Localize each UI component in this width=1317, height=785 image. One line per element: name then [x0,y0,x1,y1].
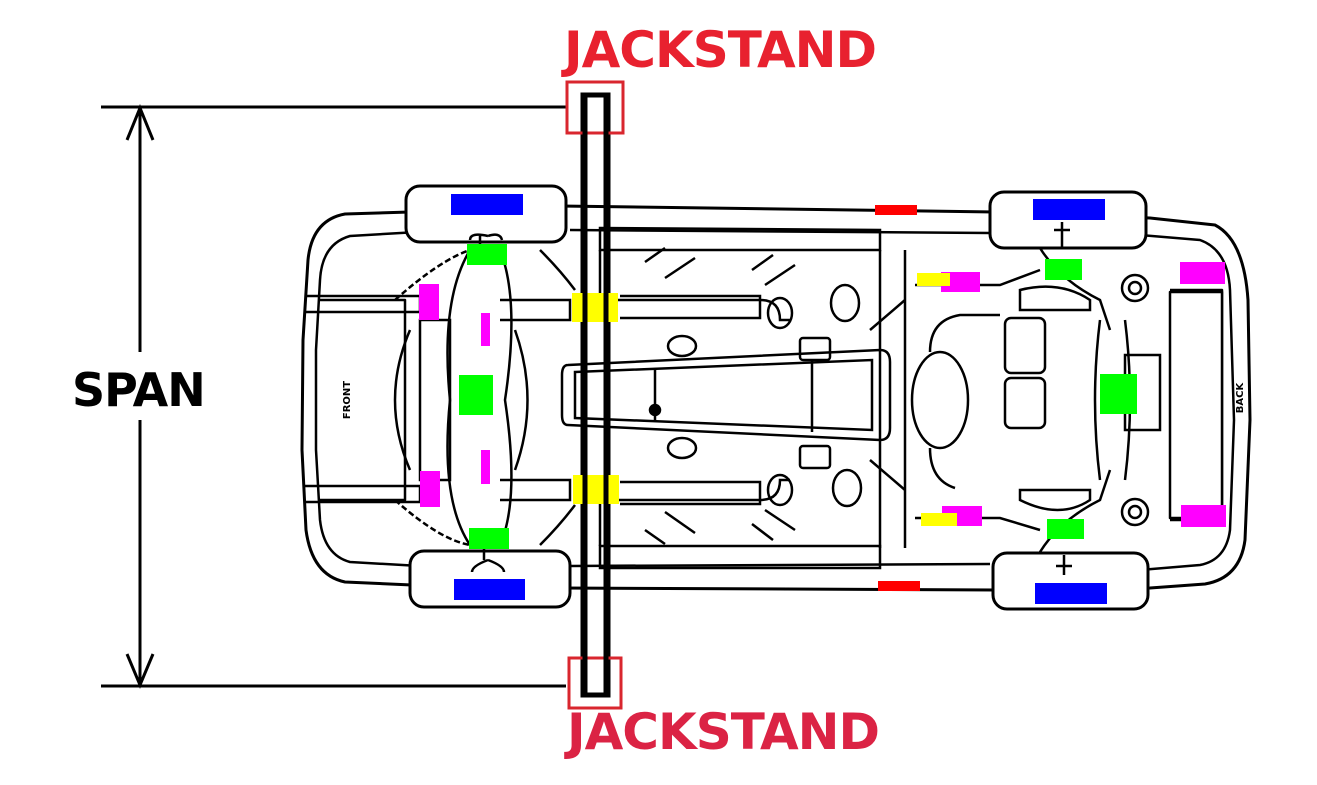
span-arrow-up-icon [125,104,155,141]
jackstand-bottom-box [567,656,623,710]
rear-bushing-top [1120,273,1150,303]
rear-bushing-bottom [1120,497,1150,527]
marker-yellow-mid-upper [917,273,950,286]
marker-blue-rear-left [1033,199,1105,220]
markers-green [459,244,1137,549]
front-label: FRONT [342,381,353,419]
span-arrow-down-icon [125,653,155,689]
marker-red-left-sill [875,205,917,215]
wheel-rear-right [991,551,1150,611]
marker-green-rear-upper [1045,259,1082,280]
marker-blue-rear-right [1035,583,1107,604]
span-dimension [101,104,566,689]
jackstand-beam-overlay [582,95,609,695]
marker-green-rear-lower [1047,519,1084,539]
wheels [404,184,1150,611]
rear-panel [1168,290,1224,520]
jackstand-bottom-label: JACKSTAND [567,703,880,761]
exhaust [910,313,1047,490]
marker-yellow-jack-upper [572,293,618,322]
right-sill [569,562,991,568]
marker-magenta-rear-upper [1180,262,1225,284]
marker-green-front-center [459,375,493,415]
marker-magenta-front-lower [420,471,440,507]
marker-green-front-upper [467,244,507,265]
body-outline [300,204,1252,592]
marker-green-front-lower [469,528,509,549]
marker-magenta-front-lower-inner [481,450,490,484]
marker-red-right-sill [878,581,920,591]
marker-magenta-front-upper [419,284,439,320]
markers-red [875,205,920,591]
back-label: BACK [1235,382,1246,414]
marker-blue-front-right [454,579,525,600]
marker-magenta-rear-lower [1181,505,1226,527]
marker-yellow-mid-lower [921,513,957,526]
muffler [910,350,970,450]
left-sill [569,228,991,235]
markers-blue [451,194,1107,604]
marker-magenta-mid-upper [941,272,980,292]
span-label: SPAN [72,363,206,417]
markers-yellow [572,273,957,526]
marker-green-rear-center [1100,374,1137,414]
marker-yellow-jack-lower [573,475,619,504]
jackstand-top-label: JACKSTAND [564,21,877,79]
floor-pan [560,226,907,570]
body-inner-outline [314,230,1236,572]
front-bumper [318,298,407,502]
jackstand-top-box [565,80,625,135]
marker-magenta-front-upper-inner [481,313,490,346]
marker-blue-front-left [451,194,523,215]
